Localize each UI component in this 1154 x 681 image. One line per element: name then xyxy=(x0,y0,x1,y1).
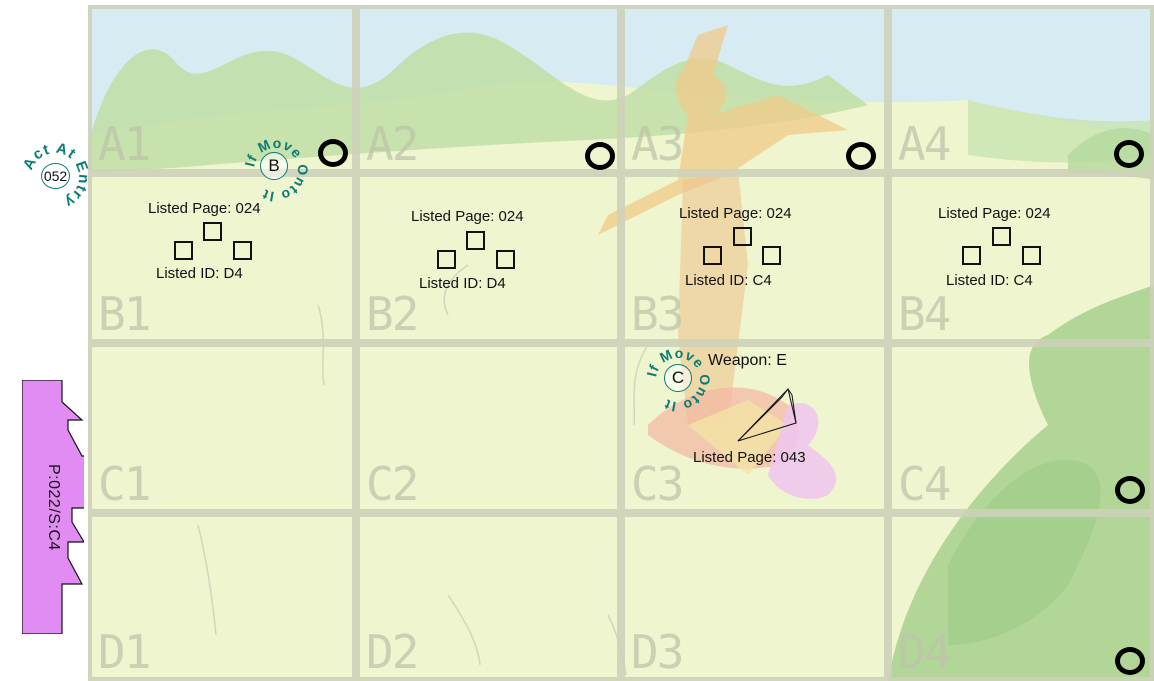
cell-label: D4 xyxy=(898,629,949,675)
cell-label: B3 xyxy=(631,291,682,337)
grid-cell-b2[interactable]: B2 xyxy=(356,173,621,343)
cell-label: A1 xyxy=(98,121,149,167)
cell-label: C1 xyxy=(98,461,149,507)
grid-cell-d2[interactable]: D2 xyxy=(356,513,621,681)
square-slot-icon[interactable] xyxy=(733,227,752,246)
cell-label: C2 xyxy=(366,461,417,507)
ring-token-icon[interactable] xyxy=(846,142,876,170)
grid-cell-a2[interactable]: A2 xyxy=(356,5,621,173)
listed-id-label: Listed ID: C4 xyxy=(685,272,772,289)
listed-id-label: Listed ID: D4 xyxy=(419,275,506,292)
weapon-label: Weapon: E xyxy=(708,352,787,370)
side-tab-label: P:022/S:C4 xyxy=(44,464,62,551)
cell-label: B1 xyxy=(98,291,149,337)
weapon-listed-page: Listed Page: 043 xyxy=(693,449,806,466)
listed-page-label: Listed Page: 024 xyxy=(679,205,792,222)
cell-label: B2 xyxy=(366,291,417,337)
listed-page-label: Listed Page: 024 xyxy=(148,200,261,217)
listed-page-label: Listed Page: 024 xyxy=(411,208,524,225)
cell-label: D3 xyxy=(631,629,682,675)
move-onto-marker-b[interactable]: If Move Onto It B xyxy=(240,136,310,196)
cell-label: D2 xyxy=(366,629,417,675)
listed-id-label: Listed ID: C4 xyxy=(946,272,1033,289)
cell-label: C3 xyxy=(631,461,682,507)
square-slot-icon[interactable] xyxy=(437,250,456,269)
grid-cell-d4[interactable]: D4 xyxy=(888,513,1154,681)
square-slot-icon[interactable] xyxy=(203,222,222,241)
square-slot-icon[interactable] xyxy=(466,231,485,250)
square-slot-icon[interactable] xyxy=(992,227,1011,246)
ring-token-icon[interactable] xyxy=(1115,476,1145,504)
cell-label: A4 xyxy=(898,121,949,167)
cell-label: D1 xyxy=(98,629,149,675)
ring-token-icon[interactable] xyxy=(1115,647,1145,675)
cell-label: A2 xyxy=(366,121,417,167)
square-slot-icon[interactable] xyxy=(496,250,515,269)
entry-number: 052 xyxy=(41,163,70,189)
grid-cell-c2[interactable]: C2 xyxy=(356,343,621,513)
grid-cell-b1[interactable]: B1 xyxy=(88,173,356,343)
listed-id-label: Listed ID: D4 xyxy=(156,265,243,282)
square-slot-icon[interactable] xyxy=(962,246,981,265)
marker-letter: C xyxy=(664,364,692,392)
square-slot-icon[interactable] xyxy=(233,241,252,260)
ring-token-icon[interactable] xyxy=(1114,140,1144,168)
grid-cell-b4[interactable]: B4 xyxy=(888,173,1154,343)
cell-label: B4 xyxy=(898,291,949,337)
square-slot-icon[interactable] xyxy=(174,241,193,260)
grid-cell-c1[interactable]: C1 xyxy=(88,343,356,513)
square-slot-icon[interactable] xyxy=(1022,246,1041,265)
cell-label: C4 xyxy=(898,461,949,507)
ring-token-icon[interactable] xyxy=(318,139,348,167)
listed-page-label: Listed Page: 024 xyxy=(938,205,1051,222)
ring-token-icon[interactable] xyxy=(585,142,615,170)
grid-cell-b3[interactable]: B3 xyxy=(621,173,888,343)
act-at-entry-marker[interactable]: Act At Entry 052 xyxy=(25,143,85,203)
side-tab[interactable]: P:022/S:C4 xyxy=(22,380,84,634)
square-slot-icon[interactable] xyxy=(703,246,722,265)
square-slot-icon[interactable] xyxy=(762,246,781,265)
cell-label: A3 xyxy=(631,121,682,167)
weapon-pointer-lines xyxy=(730,375,830,455)
grid-cell-d3[interactable]: D3 xyxy=(621,513,888,681)
grid-cell-d1[interactable]: D1 xyxy=(88,513,356,681)
marker-letter: B xyxy=(260,152,288,180)
grid-cell-a1[interactable]: A1 xyxy=(88,5,356,173)
